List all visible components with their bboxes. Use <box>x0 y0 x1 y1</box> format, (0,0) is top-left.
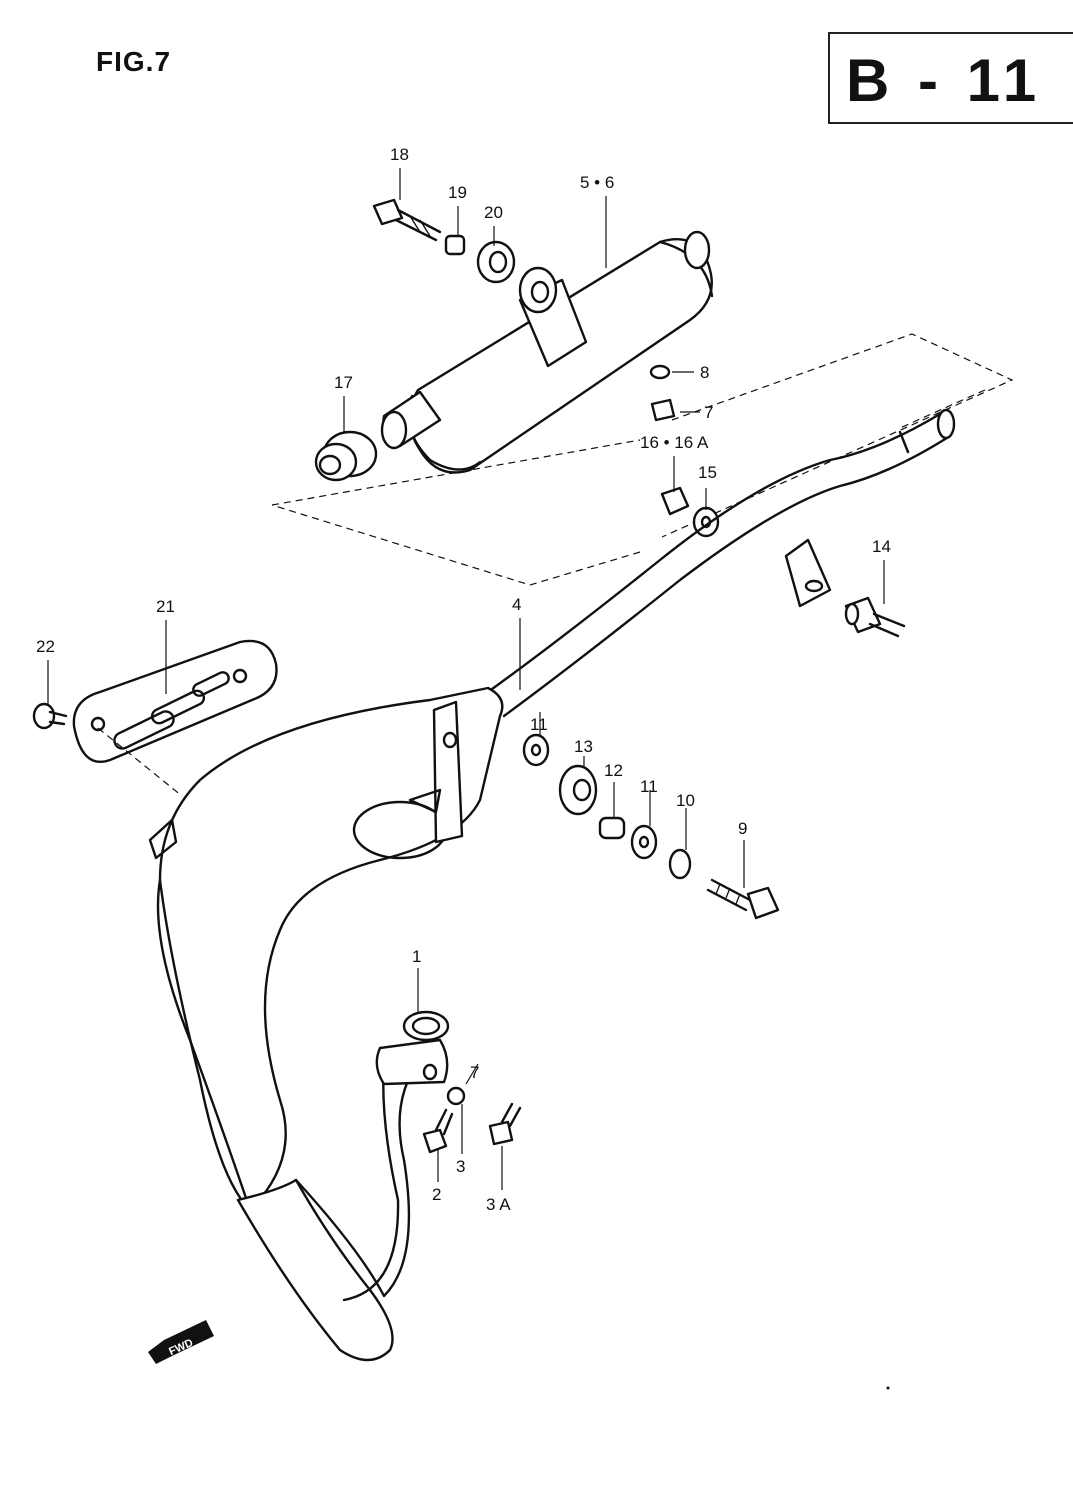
muffler-group-outline <box>271 333 1014 586</box>
callout-labels: 18 19 20 5 • 6 17 8 7 16 • 16 A 15 14 4 … <box>36 145 891 1214</box>
leader-lines <box>47 168 885 1190</box>
callout-10: 10 <box>676 791 695 810</box>
callout-11b: 11 <box>640 777 658 796</box>
figure-title: FIG.7 <box>96 46 172 77</box>
grommet-20 <box>476 240 516 284</box>
callout-14: 14 <box>872 537 891 556</box>
damper-13 <box>558 764 598 816</box>
muffler <box>380 230 714 474</box>
gasket-1 <box>402 1010 450 1042</box>
collar-12 <box>598 816 626 840</box>
callout-17: 17 <box>334 373 353 392</box>
scan-speck <box>886 1386 890 1390</box>
callout-1: 1 <box>412 947 421 966</box>
callout-22: 22 <box>36 637 55 656</box>
grommet-17 <box>314 430 378 482</box>
callout-7b: 7 <box>470 1063 479 1082</box>
callout-16-16a: 16 • 16 A <box>640 433 709 452</box>
callout-13: 13 <box>574 737 593 756</box>
fwd-arrow-icon: FWD <box>148 1320 214 1364</box>
page-code-box <box>828 32 1073 124</box>
callout-18: 18 <box>390 145 409 164</box>
bolt-2 <box>422 1108 454 1154</box>
bolt-9 <box>706 878 780 920</box>
heat-shield-21 <box>72 639 278 763</box>
washer-8 <box>649 364 671 380</box>
collar-19 <box>444 234 466 256</box>
washer-11b <box>630 824 658 860</box>
callout-11: 11 <box>530 715 548 734</box>
muffler-mount-dash <box>899 389 986 429</box>
callout-9: 9 <box>738 819 747 838</box>
callout-3a: 3 A <box>486 1195 511 1214</box>
callout-4: 4 <box>512 595 521 614</box>
callout-12: 12 <box>604 761 623 780</box>
nut-16 <box>660 486 690 516</box>
bolt-18 <box>372 198 442 242</box>
mount-bolt-14 <box>844 596 906 638</box>
bolt-3a <box>488 1102 522 1146</box>
nut-7 <box>650 398 676 422</box>
callout-8: 8 <box>700 363 709 382</box>
callout-19: 19 <box>448 183 467 202</box>
washer-11 <box>522 733 550 767</box>
callout-5-6: 5 • 6 <box>580 173 614 192</box>
callout-3: 3 <box>456 1157 465 1176</box>
page-code: B - 11 <box>846 47 1043 114</box>
screw-22 <box>32 702 68 730</box>
washer-3 <box>446 1086 466 1106</box>
callout-15: 15 <box>698 463 717 482</box>
exhaust-pipe <box>148 408 956 1362</box>
shield-mount-dash <box>97 727 183 797</box>
callout-21: 21 <box>156 597 175 616</box>
callout-20: 20 <box>484 203 503 222</box>
callout-7: 7 <box>704 403 713 422</box>
washer-10 <box>668 848 692 880</box>
callout-2: 2 <box>432 1185 441 1204</box>
